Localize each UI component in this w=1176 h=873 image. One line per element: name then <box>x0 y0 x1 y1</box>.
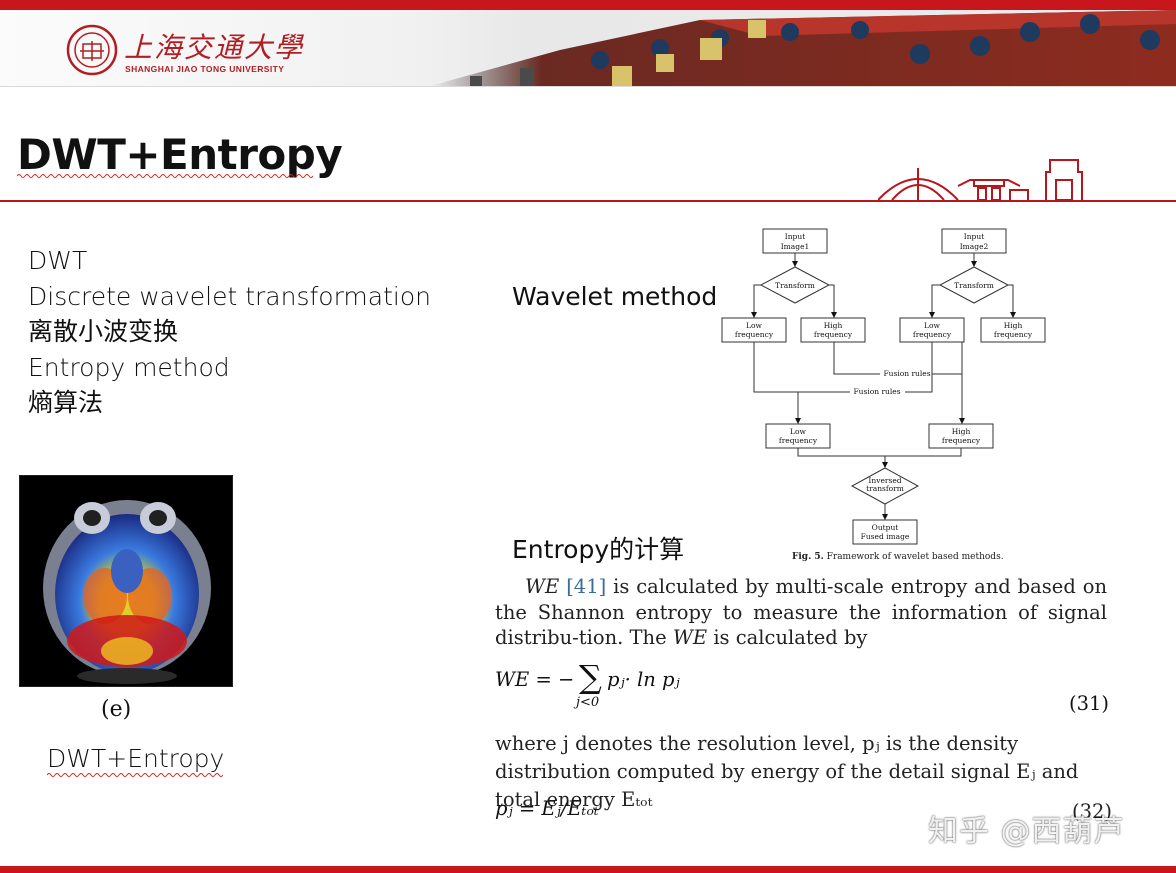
left-notes: DWT Discrete wavelet transformation 离散小波… <box>28 243 431 421</box>
we-term: WE <box>525 575 560 598</box>
header-banner <box>0 10 1176 86</box>
entropy-calculation-label: Entropy的计算 <box>512 535 685 564</box>
fc-input2-line2: Image2 <box>960 242 989 251</box>
university-name-cn: 上海交通大學 <box>124 31 305 64</box>
fc-low-out-line2: frequency <box>779 436 818 445</box>
fc-transform-2: Transform <box>954 281 994 290</box>
fc-output-line2: Fused image <box>861 532 910 541</box>
figure-e-caption: DWT+Entropy <box>47 744 225 773</box>
caption-spellcheck-underline <box>47 773 223 777</box>
fc-high1-line1: High <box>824 321 843 330</box>
figure-caption-prefix: Fig. 5. <box>792 552 824 562</box>
top-red-border <box>0 0 1176 10</box>
note-dwt-full: Discrete wavelet transformation <box>28 281 431 311</box>
wavelet-method-label: Wavelet method <box>512 282 718 311</box>
spellcheck-underline <box>17 174 313 178</box>
fc-high2-line1: High <box>1004 321 1023 330</box>
slide-title: DWT+Entropy <box>17 130 343 179</box>
fused-brain-image <box>19 475 233 687</box>
fc-input2-line1: Input <box>964 232 984 241</box>
fc-high-out-line1: High <box>952 427 971 436</box>
equation-32: pⱼ = Eⱼ/Eₜₒₜ <box>495 797 599 820</box>
eaves-decoration-image <box>430 10 1176 86</box>
we-term-2: WE <box>672 626 708 649</box>
eq32-number: (32) <box>1072 800 1113 823</box>
figure-caption: Fig. 5. Framework of wavelet based metho… <box>792 552 1004 562</box>
fc-inversed-line2: transform <box>866 484 904 493</box>
title-divider <box>0 200 1176 202</box>
zhihu-watermark: 知乎 @西葫芦 <box>928 814 1125 849</box>
we-paragraph: WE [41] is calculated by multi-scale ent… <box>495 574 1107 651</box>
we-description-2: is calculated by <box>713 626 868 649</box>
bottom-red-border <box>0 866 1176 873</box>
wavelet-flowchart: Input Image1 Input Image2 Transform Tran… <box>721 228 1046 545</box>
we-description: is calculated by multi-scale entropy and… <box>495 575 1108 649</box>
fc-output-line1: Output <box>872 523 899 532</box>
where-paragraph: where j denotes the resolution level, pⱼ… <box>495 732 1079 811</box>
fc-high1-line2: frequency <box>814 330 853 339</box>
fc-low1-line1: Low <box>746 321 762 330</box>
university-name-en: SHANGHAI JIAO TONG UNIVERSITY <box>125 64 285 74</box>
fc-low2-line2: frequency <box>913 330 952 339</box>
brain-scan-graphic <box>43 500 211 684</box>
fc-transform-1: Transform <box>775 281 815 290</box>
note-dwt-cn: 离散小波变换 <box>28 317 179 346</box>
figure-caption-text: Framework of wavelet based methods. <box>826 552 1004 562</box>
figure-e-label: (e) <box>101 697 132 722</box>
note-entropy-cn: 熵算法 <box>28 388 104 417</box>
eq31-rhs: pⱼ· ln pⱼ <box>607 668 680 691</box>
note-dwt: DWT <box>28 246 88 275</box>
fc-high2-line2: frequency <box>994 330 1033 339</box>
campus-skyline-decoration <box>878 159 1083 201</box>
fc-input1-line2: Image1 <box>781 242 810 251</box>
citation-link[interactable]: [41] <box>566 575 607 598</box>
fc-low-out-line1: Low <box>790 427 806 436</box>
sum-subscript: j<0 <box>576 695 600 710</box>
university-seal-logo <box>66 24 118 76</box>
fc-input1-line1: Input <box>785 232 805 241</box>
fc-low1-line2: frequency <box>735 330 774 339</box>
note-entropy: Entropy method <box>28 352 230 382</box>
paper-excerpt: WE [41] is calculated by multi-scale ent… <box>495 574 1107 651</box>
equation-31: WE = − ∑ j<0 pⱼ· ln pⱼ (31) <box>495 658 1109 715</box>
fc-high-out-line2: frequency <box>942 436 981 445</box>
eq31-number: (31) <box>1068 692 1109 715</box>
fc-inversed-line1: Inversed <box>868 476 901 485</box>
fc-fusion-rules-high: Fusion rules <box>883 369 930 378</box>
fc-fusion-rules-low: Fusion rules <box>853 387 900 396</box>
fc-low2-line1: Low <box>924 321 940 330</box>
header-divider <box>0 86 1176 87</box>
eq31-lhs: WE = − <box>495 668 575 691</box>
sum-symbol: ∑ <box>579 658 602 696</box>
